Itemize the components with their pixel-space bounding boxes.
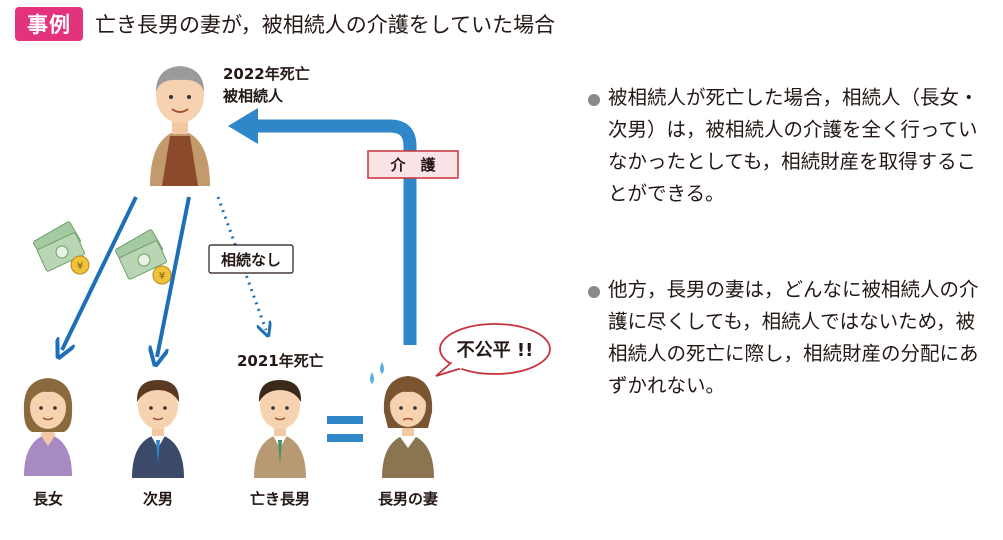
case-tag: 事例 [15,7,83,41]
care-label-box [367,150,459,179]
decedent-figure [150,66,210,186]
second-son-figure [132,380,184,478]
bullet-icon [588,94,600,106]
no-inheritance-box [208,244,294,274]
person-label-eldest-sons-wife: 長男の妻 [378,490,438,508]
page-title: 亡き長男の妻が，被相続人の介護をしていた場合 [95,13,556,37]
son-death-year-text: 2021年死亡 [237,352,324,370]
money-icon-1: ¥ [33,221,90,275]
svg-text:¥: ¥ [77,261,83,272]
person-label-second-son: 次男 [143,490,173,508]
money-icon-2: ¥ [115,229,172,285]
care-arrow [255,119,417,345]
unfair-text: 不公平 !! [457,340,534,361]
eldest-sons-wife-figure [370,362,434,478]
person-label-eldest-daughter: 長女 [33,490,63,508]
explanation-notes: 被相続人が死亡した場合，相続人（長女・次男）は，被相続人の介護を全く行っていなか… [588,82,988,402]
no-inheritance-text: 相続なし [221,251,281,269]
note-item: 他方，長男の妻は，どんなに被相続人の介護に尽くしても，相続人ではないため，被相続… [588,274,988,402]
note-text-heirs: 被相続人が死亡した場合，相続人（長女・次男）は，被相続人の介護を全く行っていなか… [608,86,979,205]
equals-sign [327,416,363,442]
person-label-deceased-eldest-son: 亡き長男 [250,490,310,508]
decedent-year-text: 2022年死亡 [223,65,310,83]
svg-text:¥: ¥ [159,271,165,282]
care-arrow-head [228,108,258,144]
unfair-speech-bubble [435,323,551,377]
deceased-eldest-son-figure [254,380,306,478]
bullet-icon [588,286,600,298]
note-item: 被相続人が死亡した場合，相続人（長女・次男）は，被相続人の介護を全く行っていなか… [588,82,988,210]
header: 事例 亡き長男の妻が，被相続人の介護をしていた場合 [15,6,555,42]
arrow-to-second-son [157,196,191,357]
care-label-text: 介 護 [389,156,436,174]
note-text-wife: 他方，長男の妻は，どんなに被相続人の介護に尽くしても，相続人ではないため，被相続… [608,278,979,397]
arrow-to-eldest-daughter [62,196,138,350]
decedent-role-text: 被相続人 [223,87,284,105]
eldest-daughter-figure [23,378,73,476]
